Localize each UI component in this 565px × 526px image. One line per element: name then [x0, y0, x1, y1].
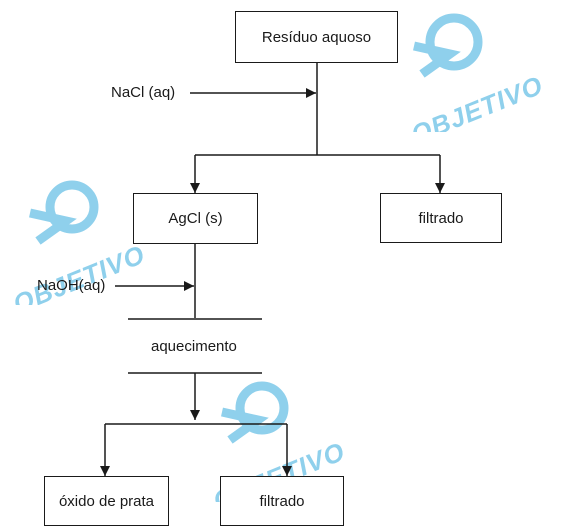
node-filtrado-1: filtrado [380, 193, 502, 243]
objetivo-logo-icon [29, 180, 99, 245]
objetivo-logo-icon [221, 381, 289, 444]
node-residuo-aquoso: Resíduo aquoso [235, 11, 398, 63]
step-heating-label: aquecimento [151, 338, 237, 355]
node-filtrado-2-label: filtrado [259, 492, 305, 510]
node-filtrado-1-label: filtrado [418, 209, 464, 227]
node-oxido-label: óxido de prata [58, 492, 155, 510]
node-oxido-de-prata: óxido de prata [44, 476, 169, 526]
node-agcl-label: AgCl (s) [168, 210, 223, 227]
node-residuo-label: Resíduo aquoso [261, 28, 372, 46]
objetivo-watermark-top-right: OBJETIVO [407, 13, 547, 132]
objetivo-logo-icon [413, 13, 483, 78]
reagent-naoh-label: NaOH(aq) [37, 277, 106, 294]
node-filtrado-2: filtrado [220, 476, 344, 526]
node-agcl: AgCl (s) [133, 193, 258, 244]
reagent-nacl-label: NaCl (aq) [111, 84, 176, 101]
objetivo-watermark-left: OBJETIVO [9, 180, 149, 305]
